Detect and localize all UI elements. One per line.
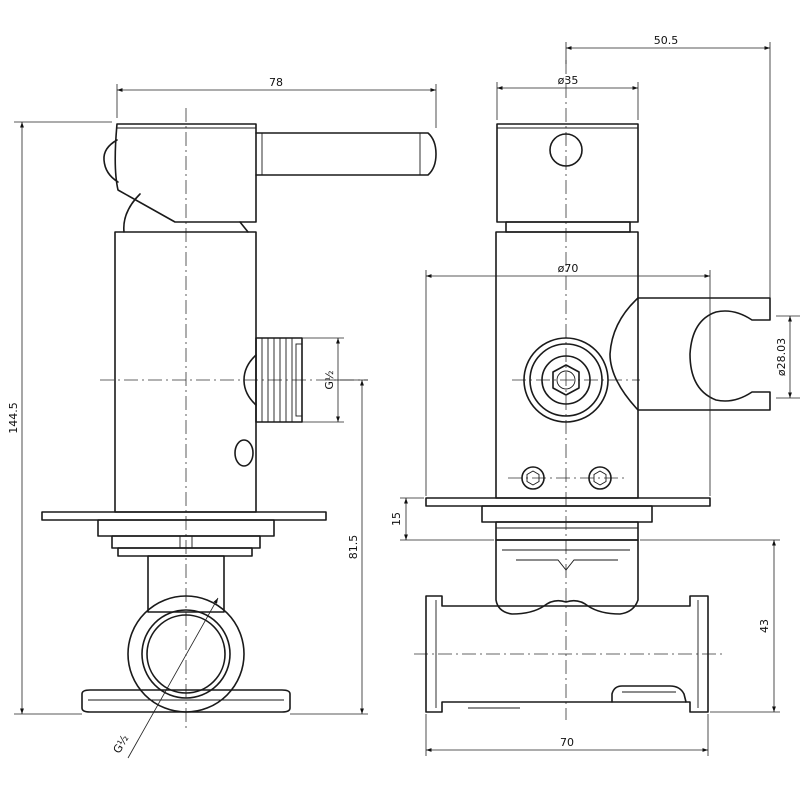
- dim-dia-70: ø70: [558, 262, 579, 275]
- lever-handle: [255, 132, 437, 176]
- dim-thread-bottom: G½: [111, 733, 132, 756]
- handle-cap: [114, 123, 257, 223]
- dim-144-5: 144.5: [7, 402, 20, 434]
- valve-body: [114, 231, 257, 513]
- side-view: 78 144.5 G½ 81.5 G½: [7, 76, 437, 759]
- inlet-pipe: [425, 595, 709, 713]
- front-handle: [496, 123, 639, 223]
- hex-nut: [495, 539, 639, 615]
- shower-holder: [609, 297, 771, 411]
- dim-50-5: 50.5: [654, 34, 679, 47]
- dim-thread-side: G½: [323, 370, 336, 389]
- front-plate: [425, 497, 711, 507]
- dim-dia-35: ø35: [558, 74, 579, 87]
- wall-plate: [41, 511, 327, 521]
- dim-81-5: 81.5: [347, 535, 360, 560]
- dim-70: 70: [560, 736, 574, 749]
- dim-78: 78: [269, 76, 283, 89]
- outlet-connector: [523, 337, 609, 423]
- front-view: 50.5 ø35 ø70 ø28.03 15 43 70: [390, 34, 800, 756]
- dim-15: 15: [390, 512, 403, 526]
- dim-dia-28-03: ø28.03: [775, 338, 788, 376]
- dim-43: 43: [758, 619, 771, 633]
- base-foot: [81, 689, 291, 713]
